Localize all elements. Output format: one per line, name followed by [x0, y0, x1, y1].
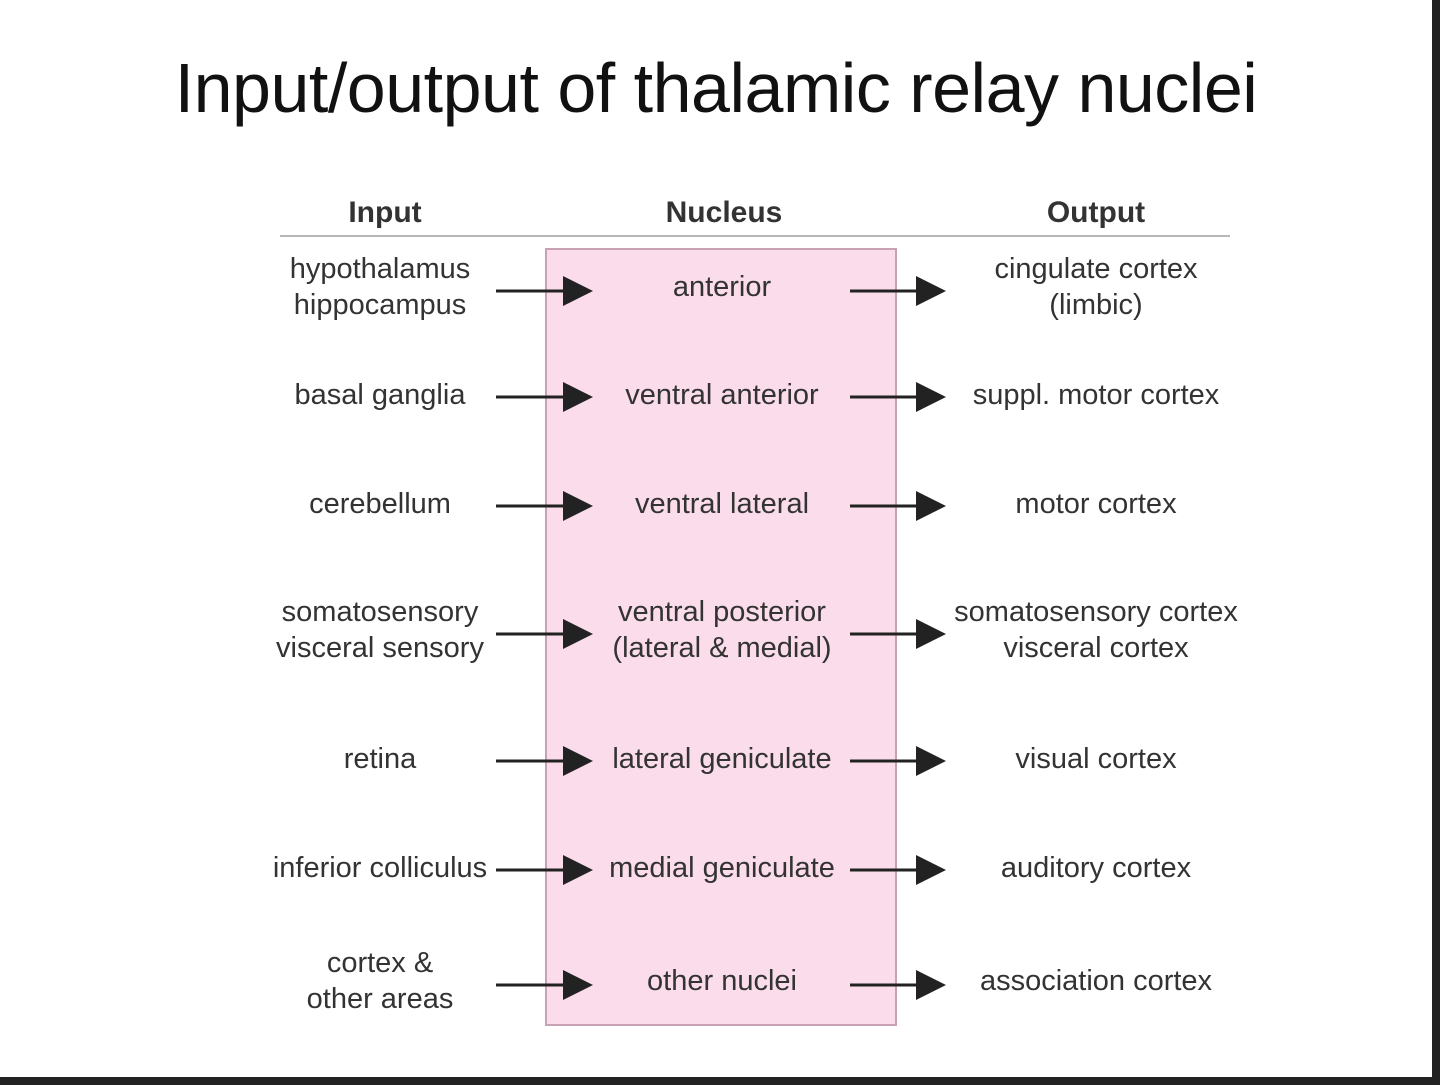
header-rule [280, 235, 1230, 237]
output-label: motor cortex [1015, 488, 1177, 520]
input-label: other areas [306, 983, 454, 1015]
input-label: inferior colliculus [272, 852, 488, 884]
input-cell: cortex & other areas [220, 945, 540, 1017]
output-cell: somatosensory cortex visceral cortex [936, 594, 1256, 666]
header-output: Output [1046, 196, 1146, 229]
nucleus-label: medial geniculate [609, 852, 835, 884]
output-cell: motor cortex [936, 486, 1256, 522]
nucleus-column-box [545, 248, 897, 1026]
output-label: visual cortex [1015, 743, 1177, 775]
header-input: Input [348, 196, 422, 229]
nucleus-label: ventral anterior [625, 379, 819, 411]
input-cell: basal ganglia [220, 377, 540, 413]
nucleus-label: other nuclei [647, 965, 797, 997]
input-label: basal ganglia [294, 379, 466, 411]
output-cell: visual cortex [936, 741, 1256, 777]
nucleus-label: anterior [672, 271, 772, 303]
nucleus-cell: other nuclei [560, 963, 884, 999]
nucleus-cell: ventral anterior [560, 377, 884, 413]
output-cell: auditory cortex [936, 850, 1256, 886]
nucleus-cell: ventral lateral [560, 486, 884, 522]
input-label: visceral sensory [276, 632, 484, 664]
nucleus-cell: ventral posterior (lateral & medial) [560, 594, 884, 666]
input-cell: somatosensory visceral sensory [220, 594, 540, 666]
nucleus-label: lateral geniculate [612, 743, 832, 775]
input-cell: hypothalamus hippocampus [220, 251, 540, 323]
slide-title: Input/output of thalamic relay nuclei [174, 49, 1258, 127]
input-label: cortex & [326, 947, 434, 979]
input-cell: inferior colliculus [220, 850, 540, 886]
nucleus-label: ventral posterior [618, 596, 826, 628]
output-cell: association cortex [936, 963, 1256, 999]
nucleus-label: ventral lateral [634, 488, 810, 520]
output-label: association cortex [979, 965, 1213, 997]
output-label: cingulate cortex [994, 253, 1198, 285]
output-cell: suppl. motor cortex [936, 377, 1256, 413]
output-label: auditory cortex [1000, 852, 1192, 884]
nucleus-cell: anterior [560, 269, 884, 305]
nucleus-cell: medial geniculate [560, 850, 884, 886]
output-label: visceral cortex [1003, 632, 1189, 664]
header-nucleus: Nucleus [665, 196, 783, 229]
input-label: somatosensory [281, 596, 479, 628]
nucleus-cell: lateral geniculate [560, 741, 884, 777]
input-label: retina [343, 743, 417, 775]
output-label: suppl. motor cortex [972, 379, 1220, 411]
output-label: somatosensory cortex [954, 596, 1238, 628]
nucleus-label: (lateral & medial) [612, 632, 832, 664]
output-label: (limbic) [1049, 289, 1143, 321]
input-label: hippocampus [293, 289, 467, 321]
output-cell: cingulate cortex (limbic) [936, 251, 1256, 323]
input-label: hypothalamus [289, 253, 471, 285]
input-cell: retina [220, 741, 540, 777]
input-cell: cerebellum [220, 486, 540, 522]
input-label: cerebellum [309, 488, 451, 520]
